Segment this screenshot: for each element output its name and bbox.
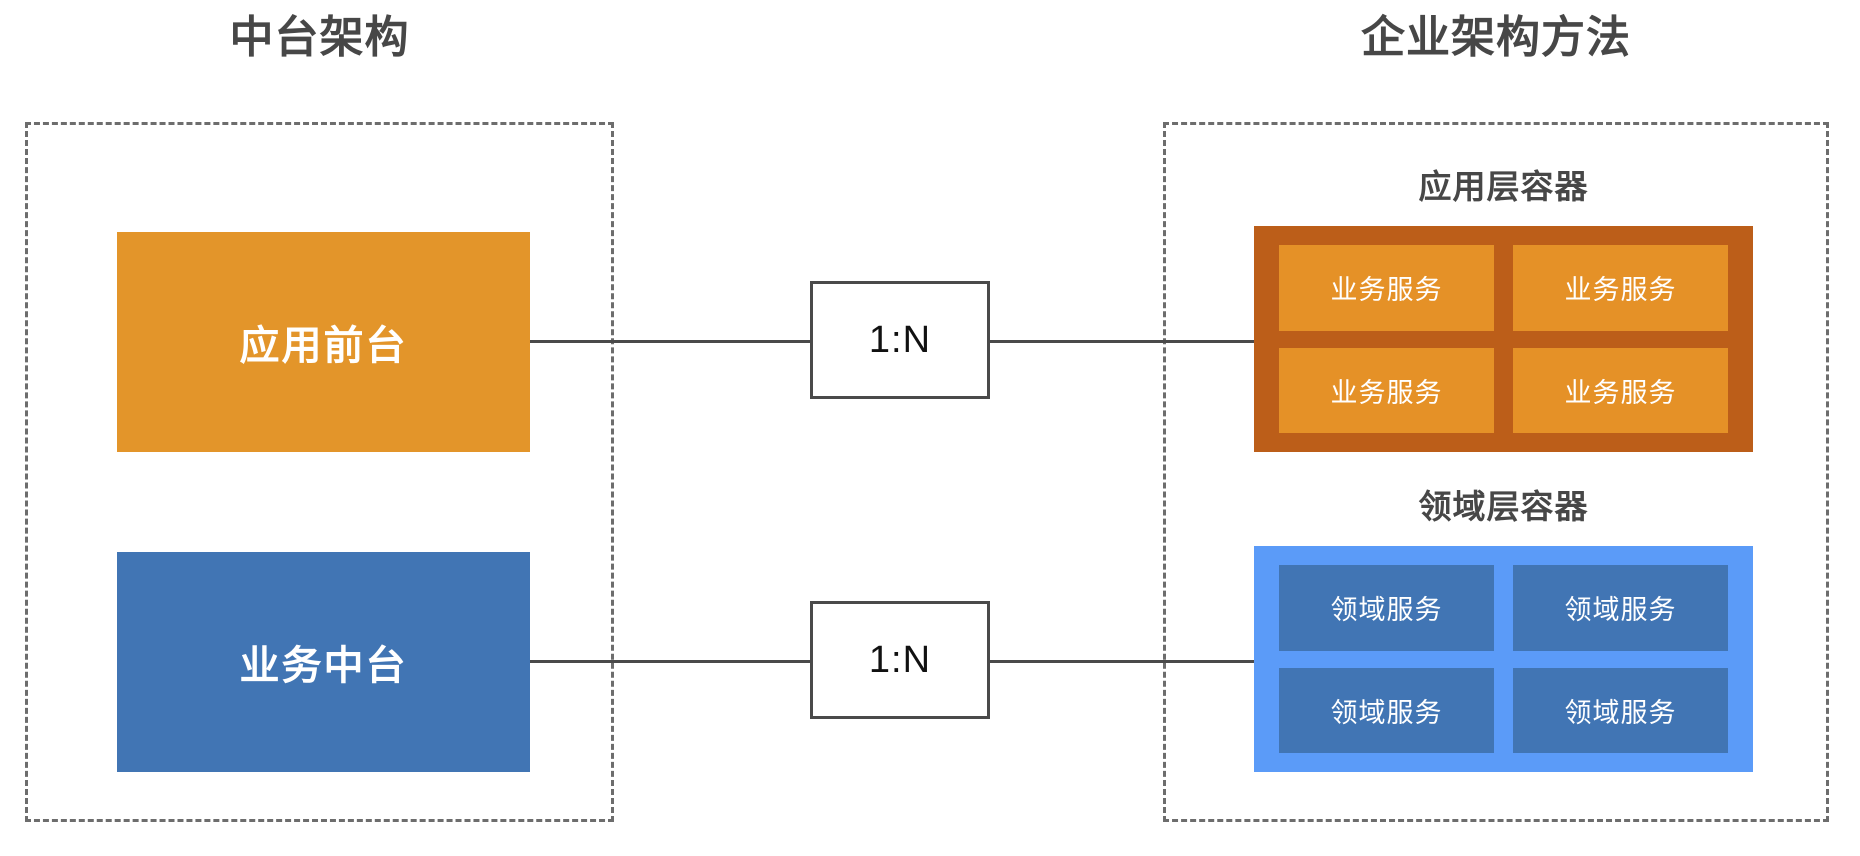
left-panel-title: 中台架构 — [229, 13, 410, 62]
service-cell: 领域服务 — [1279, 667, 1494, 753]
connector-line-midend-left — [530, 660, 810, 663]
service-cell: 领域服务 — [1513, 667, 1728, 753]
connector-line-frontend-right — [988, 340, 1265, 343]
domain-layer-container: 领域服务 领域服务 领域服务 领域服务 — [1254, 546, 1753, 772]
cardinality-box-frontend: 1:N — [810, 281, 990, 399]
service-cell: 业务服务 — [1513, 245, 1728, 331]
block-application-frontend: 应用前台 — [117, 232, 530, 452]
service-cell: 领域服务 — [1513, 565, 1728, 651]
application-layer-container-label: 应用层容器 — [1418, 168, 1589, 205]
block-business-midend: 业务中台 — [117, 552, 530, 772]
right-panel-frame — [1163, 122, 1829, 822]
left-panel-frame — [25, 122, 614, 822]
service-cell: 业务服务 — [1279, 347, 1494, 433]
service-cell: 业务服务 — [1279, 245, 1494, 331]
cardinality-box-midend: 1:N — [810, 601, 990, 719]
service-cell: 业务服务 — [1513, 347, 1728, 433]
connector-line-midend-right — [988, 660, 1265, 663]
right-panel-title: 企业架构方法 — [1361, 13, 1631, 62]
domain-layer-container-label: 领域层容器 — [1418, 488, 1589, 525]
application-layer-container: 业务服务 业务服务 业务服务 业务服务 — [1254, 226, 1753, 452]
connector-line-frontend-left — [530, 340, 810, 343]
service-cell: 领域服务 — [1279, 565, 1494, 651]
